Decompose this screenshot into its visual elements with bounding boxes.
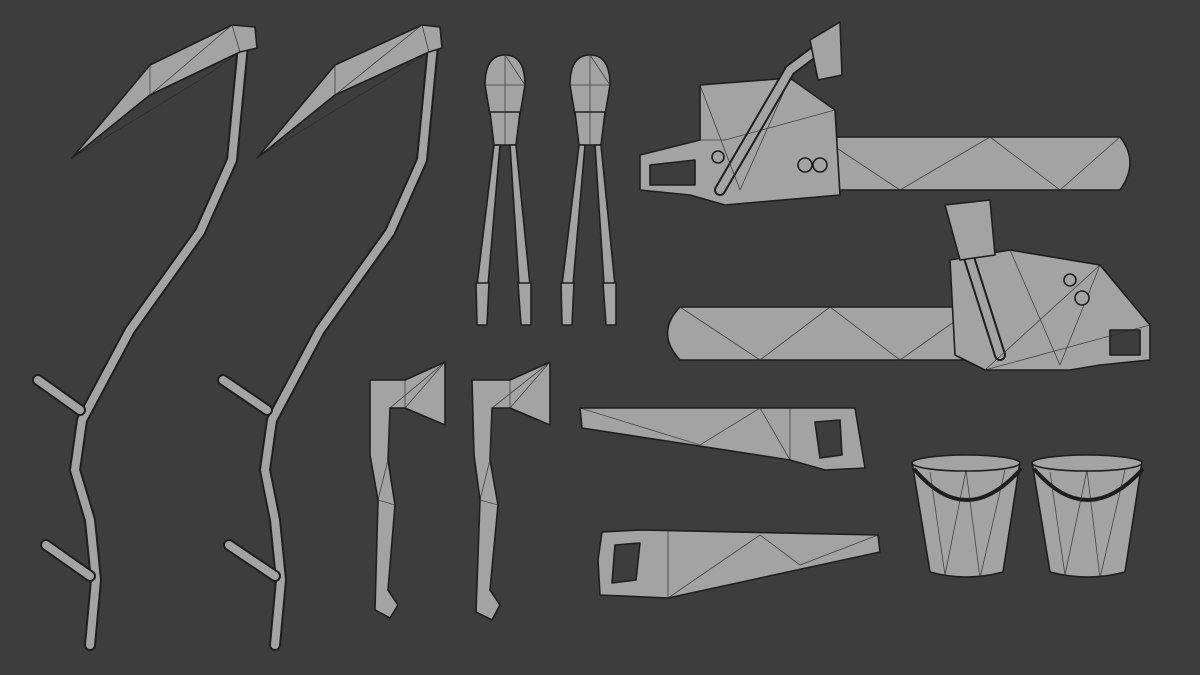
bucket-model (1031, 454, 1144, 579)
axe-model (369, 361, 446, 619)
bolt-cutter-model (560, 53, 617, 326)
bucket-model (911, 454, 1022, 579)
scythe-model (217, 24, 443, 651)
scythe-model (32, 24, 258, 651)
chainsaw-model (639, 21, 1131, 206)
hand-saw-model (579, 407, 866, 471)
chainsaw-model (666, 199, 1151, 371)
bolt-cutter-model (475, 53, 532, 326)
hand-saw-model (597, 529, 881, 599)
axe-model (471, 361, 551, 621)
